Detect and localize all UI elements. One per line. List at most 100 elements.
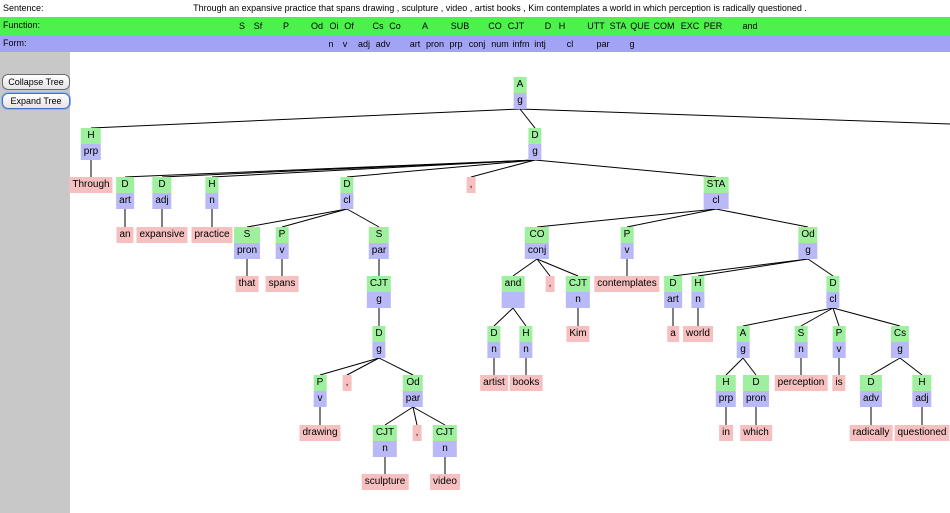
function-tag-sf[interactable]: Sf bbox=[253, 21, 263, 31]
function-tag-cs[interactable]: Cs bbox=[372, 21, 384, 31]
form-tag-prp[interactable]: prp bbox=[449, 39, 463, 49]
form-tag-intj[interactable]: intj bbox=[534, 39, 546, 49]
tree-word[interactable]: questioned bbox=[894, 425, 950, 441]
tree-word[interactable]: radically bbox=[849, 425, 893, 441]
form-tag-g[interactable]: g bbox=[629, 39, 635, 49]
tree-word[interactable]: , bbox=[545, 276, 555, 292]
tree-word[interactable]: expansive bbox=[136, 227, 188, 243]
function-tag-od[interactable]: Od bbox=[310, 21, 324, 31]
tree-word[interactable]: which bbox=[740, 425, 772, 441]
form-tag-pron[interactable]: pron bbox=[425, 39, 445, 49]
tree-word[interactable]: , bbox=[342, 375, 352, 391]
form-tag-cl[interactable]: cl bbox=[566, 39, 574, 49]
collapse-tree-button[interactable]: Collapse Tree bbox=[2, 74, 70, 90]
tree-word[interactable]: contemplates bbox=[594, 276, 660, 292]
function-tag-and[interactable]: and bbox=[742, 21, 758, 31]
tree-node[interactable]: and bbox=[501, 276, 525, 308]
tree-word[interactable]: Kim bbox=[566, 326, 590, 342]
form-tag-num[interactable]: num bbox=[491, 39, 509, 49]
function-tag-sub[interactable]: SUB bbox=[450, 21, 470, 31]
tree-word[interactable]: Through bbox=[69, 177, 113, 193]
function-tag-cjt[interactable]: CJT bbox=[507, 21, 525, 31]
tree-word[interactable]: spans bbox=[265, 276, 299, 292]
tree-word[interactable]: artist bbox=[480, 375, 508, 391]
tree-word[interactable]: that bbox=[235, 276, 259, 292]
form-tag-adj[interactable]: adj bbox=[357, 39, 371, 49]
function-tag-of[interactable]: Of bbox=[344, 21, 354, 31]
function-tag-exc[interactable]: EXC bbox=[680, 21, 700, 31]
tree-word[interactable]: in bbox=[719, 425, 733, 441]
tree-edge bbox=[470, 159, 536, 178]
form-tag-conj[interactable]: conj bbox=[468, 39, 486, 49]
expand-tree-button[interactable]: Expand Tree bbox=[2, 93, 70, 109]
form-tag-n[interactable]: n bbox=[328, 39, 334, 49]
form-tag-adv[interactable]: adv bbox=[375, 39, 391, 49]
tree-word[interactable]: a bbox=[667, 326, 679, 342]
tree-word[interactable]: practice bbox=[191, 227, 233, 243]
function-tag-co[interactable]: Co bbox=[389, 21, 401, 31]
function-tag-d[interactable]: D bbox=[544, 21, 552, 31]
tree-word[interactable]: video bbox=[430, 474, 460, 490]
tree-word[interactable]: world bbox=[683, 326, 713, 342]
tree-word[interactable]: books bbox=[509, 375, 543, 391]
form-tag-v[interactable]: v bbox=[342, 39, 348, 49]
function-tag-h[interactable]: H bbox=[558, 21, 566, 31]
tree-word[interactable]: , bbox=[412, 425, 422, 441]
tree-word[interactable]: perception bbox=[774, 375, 828, 391]
form-tag-art[interactable]: art bbox=[409, 39, 421, 49]
tree-word[interactable]: is bbox=[832, 375, 846, 391]
function-tag-co[interactable]: CO bbox=[488, 21, 502, 31]
function-tag-sta[interactable]: STA bbox=[609, 21, 627, 31]
tree-word[interactable]: an bbox=[116, 227, 134, 243]
function-tag-a[interactable]: A bbox=[421, 21, 429, 31]
form-tag-infm[interactable]: infm bbox=[512, 39, 530, 49]
tree-edge bbox=[697, 258, 809, 277]
function-tag-per[interactable]: PER bbox=[703, 21, 723, 31]
function-tag-utt[interactable]: UTT bbox=[587, 21, 605, 31]
tree-word[interactable]: drawing bbox=[299, 425, 341, 441]
tree-word[interactable]: sculpture bbox=[361, 474, 409, 490]
form-tag-par[interactable]: par bbox=[596, 39, 610, 49]
function-tag-p[interactable]: P bbox=[282, 21, 290, 31]
node-function: P bbox=[275, 227, 289, 243]
function-tag-com[interactable]: COM bbox=[653, 21, 675, 31]
function-tag-oi[interactable]: Oi bbox=[329, 21, 339, 31]
function-tag-s[interactable]: S bbox=[238, 21, 246, 31]
function-tag-que[interactable]: QUE bbox=[630, 21, 650, 31]
tree-word[interactable]: , bbox=[466, 177, 476, 193]
